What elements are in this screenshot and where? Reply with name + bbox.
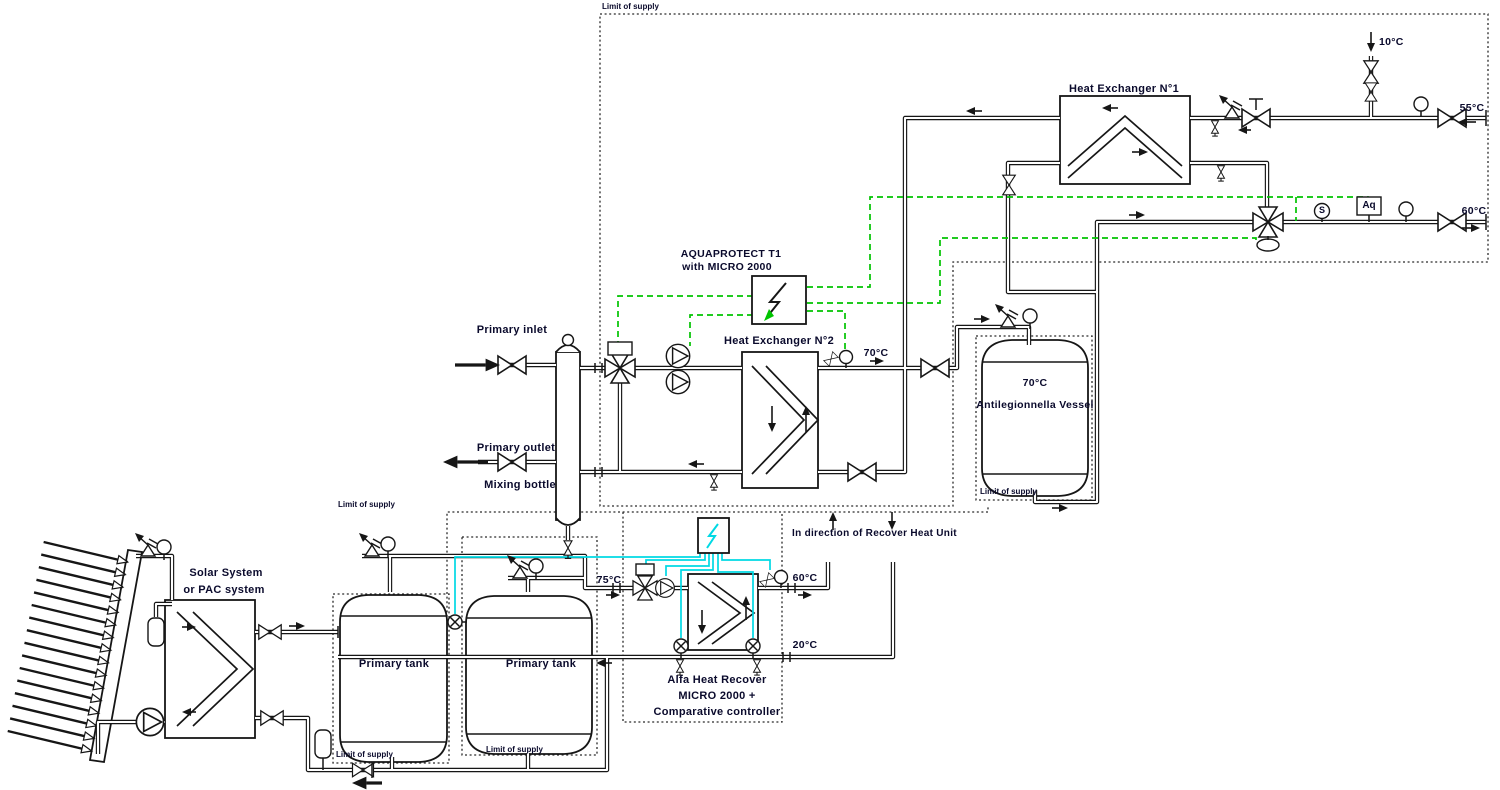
flow-arrows xyxy=(182,32,1480,790)
thermometer-icon xyxy=(1398,201,1414,223)
solar-heat-exchanger xyxy=(164,599,256,739)
solar-pump-icon xyxy=(135,707,165,737)
boundary-label-top: Limit of supply xyxy=(602,2,659,11)
hx1-title: Heat Exchanger N°1 xyxy=(1068,83,1180,95)
primary-tank-1-label: Primary tank xyxy=(358,658,430,670)
three-way-valve-icon xyxy=(632,575,658,601)
primary-inlet-label: Primary inlet xyxy=(476,324,548,336)
alfa-control-lines xyxy=(454,553,771,638)
temp-10c: 10°C xyxy=(1379,36,1404,48)
vessel-name: Antilegionnella Vessel xyxy=(976,399,1094,411)
antilegionnella-vessel xyxy=(981,339,1089,497)
temp-60c-alfa: 60°C xyxy=(792,572,818,584)
heat-exchanger-1 xyxy=(1059,95,1191,185)
cyan-lightning-icon xyxy=(706,523,719,549)
primary-pump-icon xyxy=(665,343,691,369)
temp-55c: 55°C xyxy=(1459,102,1485,114)
expansion-vessel-icon xyxy=(147,617,165,647)
thermometer-icon xyxy=(1413,96,1429,118)
primary-tank-1 xyxy=(339,594,448,763)
expansion-vessel-icon xyxy=(314,729,332,759)
safety-valve-icon xyxy=(1218,94,1243,119)
temp-70c-hx2: 70°C xyxy=(863,347,889,359)
alfa-title-2: MICRO 2000 + xyxy=(678,690,756,702)
temp-20c: 20°C xyxy=(792,639,818,651)
solar-collector xyxy=(7,540,144,764)
valves-and-instruments xyxy=(134,60,1487,778)
alfa-pump-icon xyxy=(655,578,675,598)
direction-note: In direction of Recover Heat Unit xyxy=(792,528,957,539)
boundary-label-tank1: Limit of supply xyxy=(336,750,393,759)
aquaprotect-title-1: AQUAPROTECT T1 xyxy=(680,248,782,260)
aquaprotect-title-2: with MICRO 2000 xyxy=(682,261,772,273)
solar-system-label-1: Solar System xyxy=(189,567,263,579)
boundary-label-tanks: Limit of supply xyxy=(338,500,395,509)
temp-60c-top: 60°C xyxy=(1461,205,1487,217)
alfa-title-1: Alfa Heat Recover xyxy=(667,674,767,686)
primary-tank-2 xyxy=(465,595,593,755)
temp-75c: 75°C xyxy=(596,574,622,586)
alfa-title-3: Comparative controller xyxy=(653,706,781,718)
mixing-valve-icon xyxy=(1252,206,1284,238)
primary-outlet-label: Primary outlet xyxy=(476,442,556,454)
safety-valve-icon xyxy=(506,554,531,579)
solar-system-label-2: or PAC system xyxy=(183,584,265,596)
safety-valve-icon xyxy=(358,532,383,557)
aq-sensor-label: Aq xyxy=(1362,200,1376,211)
alfa-controller xyxy=(697,517,730,554)
alfa-heat-exchanger xyxy=(687,573,759,651)
primary-tank-2-label: Primary tank xyxy=(505,658,577,670)
primary-outlet-valve-icon xyxy=(497,452,527,472)
aquaprotect-controller xyxy=(751,275,807,325)
tank-sensor-icon xyxy=(447,614,468,630)
vessel-temp: 70°C xyxy=(1022,377,1048,389)
boundary-label-vessel: Limit of supply xyxy=(980,487,1037,496)
mixing-bottle-label: Mixing bottle xyxy=(484,479,556,491)
check-valve-icon xyxy=(351,762,375,778)
three-way-valve-icon xyxy=(604,352,636,384)
primary-inlet-valve-icon xyxy=(497,355,527,375)
safety-valve-icon xyxy=(994,303,1019,328)
green-lightning-icon xyxy=(764,309,774,321)
hx2-title: Heat Exchanger N°2 xyxy=(723,335,835,347)
boundary-label-tank2: Limit of supply xyxy=(486,745,543,754)
mixing-bottle xyxy=(555,333,581,526)
s-sensor-label: S xyxy=(1318,205,1326,215)
